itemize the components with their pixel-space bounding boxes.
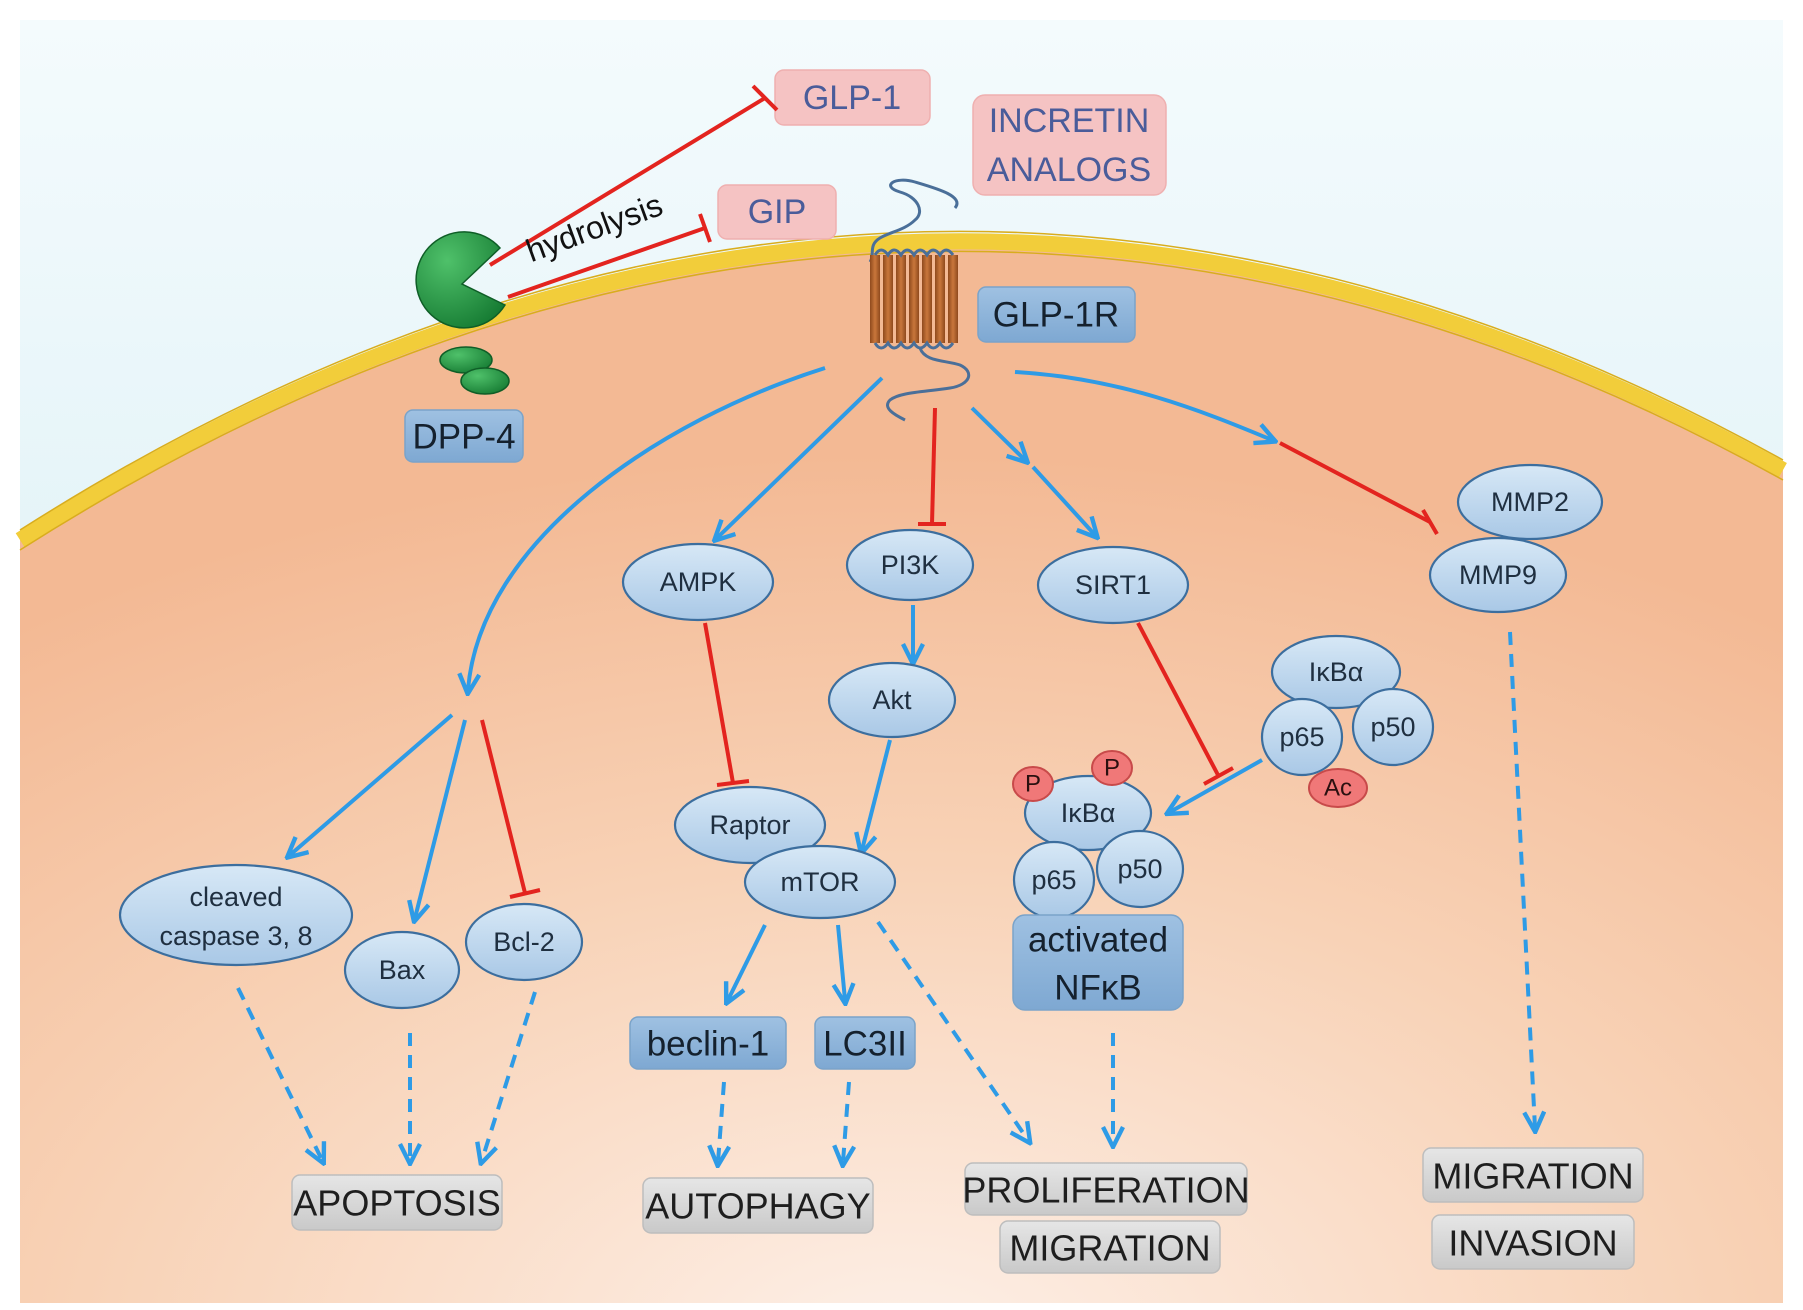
svg-text:Raptor: Raptor <box>709 810 790 840</box>
svg-text:DPP-4: DPP-4 <box>412 418 515 457</box>
ampk-mtor-branch: AMPK PI3K Akt Raptor mTOR beclin-1 <box>621 528 1028 1234</box>
activated-nfkb-box: activated NFκB <box>1012 914 1184 1011</box>
svg-text:LC3II: LC3II <box>823 1025 907 1064</box>
gip-box: GIP <box>717 184 837 240</box>
svg-text:GLP-1: GLP-1 <box>803 79 901 117</box>
mtor-node: mTOR <box>743 844 897 920</box>
sirt1-nfkb-branch: SIRT1 IκBα p65 p50 Ac IκBα P P p65 p50 <box>962 545 1435 1274</box>
migration-invasion-outcome: MIGRATION INVASION <box>1422 1147 1644 1270</box>
svg-text:P: P <box>1025 771 1041 798</box>
mmp2-node: MMP2 <box>1456 463 1604 541</box>
svg-text:MMP9: MMP9 <box>1459 560 1537 590</box>
svg-text:GIP: GIP <box>748 193 807 231</box>
svg-text:Bax: Bax <box>379 955 426 985</box>
cytoplasm <box>20 241 1783 1304</box>
svg-text:PI3K: PI3K <box>881 550 940 580</box>
svg-text:INCRETIN: INCRETIN <box>989 102 1150 140</box>
glp1-box: GLP-1 <box>774 69 931 126</box>
bcl2-node: Bcl-2 <box>464 902 584 982</box>
ikba-complex-free: IκBα p65 p50 Ac <box>1260 634 1435 808</box>
raptor-node: Raptor <box>673 785 827 865</box>
akt-node: Akt <box>827 661 957 739</box>
autophagy-outcome: AUTOPHAGY <box>642 1177 874 1234</box>
svg-text:activated: activated <box>1028 921 1168 960</box>
svg-text:p50: p50 <box>1370 712 1415 742</box>
svg-text:caspase 3, 8: caspase 3, 8 <box>159 921 312 951</box>
mmp9-node: MMP9 <box>1428 536 1568 614</box>
svg-text:Akt: Akt <box>872 685 912 715</box>
sirt1-node: SIRT1 <box>1036 545 1190 625</box>
lc3ii-box: LC3II <box>814 1016 916 1070</box>
beclin1-box: beclin-1 <box>629 1016 787 1070</box>
proliferation-migration-outcome: PROLIFERATION MIGRATION <box>962 1162 1250 1274</box>
svg-text:p65: p65 <box>1031 865 1076 895</box>
svg-text:MMP2: MMP2 <box>1491 487 1569 517</box>
activated-nfkb-complex: IκBα P P p65 p50 <box>1012 750 1185 920</box>
dpp4-enzyme: DPP-4 <box>404 231 524 463</box>
svg-text:IκBα: IκBα <box>1309 657 1364 687</box>
mmp-branch: MMP2 MMP9 MIGRATION INVASION <box>1422 463 1644 1270</box>
glp1r-receptor: GLP-1R <box>868 178 1136 422</box>
ampk-node: AMPK <box>621 542 775 622</box>
incretin-analogs-box: INCRETIN ANALOGS <box>972 94 1167 196</box>
cell-membrane <box>15 233 1787 547</box>
svg-text:GLP-1R: GLP-1R <box>993 296 1119 335</box>
pi3k-node: PI3K <box>845 528 975 602</box>
svg-text:ANALOGS: ANALOGS <box>987 151 1151 189</box>
svg-text:p65: p65 <box>1279 722 1324 752</box>
svg-text:AUTOPHAGY: AUTOPHAGY <box>645 1186 870 1227</box>
svg-text:MIGRATION: MIGRATION <box>1009 1228 1210 1269</box>
svg-text:SIRT1: SIRT1 <box>1075 570 1151 600</box>
pacman-enzyme-icon <box>415 231 507 329</box>
svg-text:IκBα: IκBα <box>1061 798 1116 828</box>
svg-text:PROLIFERATION: PROLIFERATION <box>962 1170 1249 1211</box>
svg-text:mTOR: mTOR <box>781 867 860 897</box>
svg-text:MIGRATION: MIGRATION <box>1432 1156 1633 1197</box>
apoptosis-branch: cleaved caspase 3, 8 Bax Bcl-2 APOPTOSIS <box>118 713 584 1231</box>
svg-text:APOPTOSIS: APOPTOSIS <box>293 1183 500 1224</box>
svg-text:INVASION: INVASION <box>1448 1223 1617 1264</box>
svg-text:p50: p50 <box>1117 854 1162 884</box>
svg-text:AMPK: AMPK <box>660 567 737 597</box>
svg-text:Bcl-2: Bcl-2 <box>493 927 555 957</box>
caspase-node: cleaved caspase 3, 8 <box>118 863 354 967</box>
bax-node: Bax <box>343 930 461 1010</box>
svg-text:NFκB: NFκB <box>1054 969 1142 1008</box>
svg-text:P: P <box>1104 755 1120 782</box>
svg-text:Ac: Ac <box>1324 775 1352 802</box>
receptor-signals <box>468 366 1439 690</box>
svg-text:cleaved: cleaved <box>189 882 282 912</box>
transmembrane-helix-icon <box>870 248 958 350</box>
svg-text:beclin-1: beclin-1 <box>647 1025 770 1064</box>
apoptosis-outcome: APOPTOSIS <box>291 1174 503 1231</box>
